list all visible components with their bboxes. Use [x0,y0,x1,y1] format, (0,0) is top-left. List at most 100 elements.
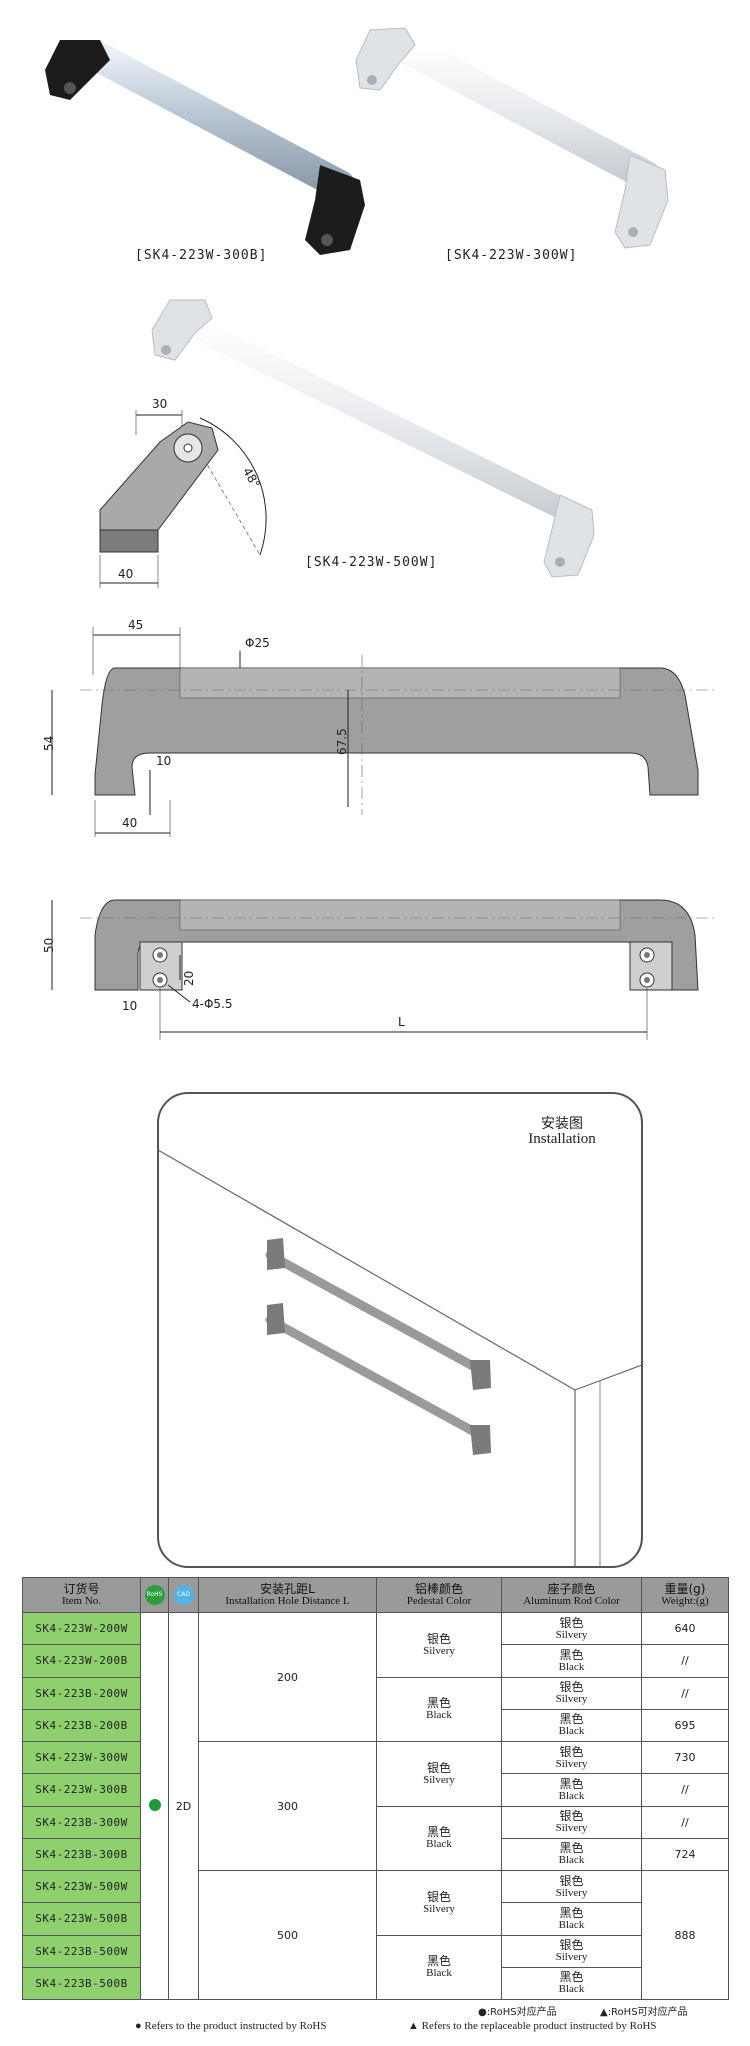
weight-cell: // [641,1773,729,1807]
handle-photo-black [45,40,365,255]
item-no-cell: SK4-223B-300W [22,1805,141,1839]
handle-photo-white-300 [355,27,669,249]
bottom-view-drawing: 50 20 10 4-Φ5.5 L [42,899,715,1040]
legend-en-replace: ▲ Refers to the replaceable product inst… [408,2020,657,2032]
item-no-cell: SK4-223B-500B [22,1966,141,2001]
rohs-dot-icon [148,1798,161,1811]
weight-cell: 640 [641,1611,729,1646]
product-caption-2: [SK4-223W-300W] [445,248,578,263]
installation-title-en: Installation [528,1131,596,1147]
front-dim-40: 40 [122,816,137,830]
legend-en-rohs: ● Refers to the product instructed by Ro… [135,2020,327,2032]
item-no-cell: SK4-223B-200B [22,1708,141,1743]
legend-cn-replace: ▲:RoHS可对应产品 [600,2007,688,2018]
mount-hole [152,947,655,988]
item-no-cell: SK4-223W-200B [22,1644,141,1678]
installation-diagram [157,1092,643,1568]
installation-title-cn: 安装图 [541,1116,583,1132]
distance-cell: 500 [198,1870,377,2000]
weight-cell: 730 [641,1740,729,1775]
item-no-cell: SK4-223B-500W [22,1934,141,1968]
weight-cell: 888 [641,1870,729,2000]
header-cad: CAD [168,1577,199,1613]
bottom-dim-20: 20 [182,971,196,986]
product-caption-1: [SK4-223W-300B] [135,248,268,263]
cad-cell: 2D [168,1612,199,2000]
weight-cell: // [641,1644,729,1678]
front-view-drawing: 45 Φ25 54 67.5 10 40 [42,618,715,837]
product-photos [45,27,669,578]
item-no-cell: SK4-223W-300W [22,1740,141,1775]
item-no-cell: SK4-223B-200W [22,1676,141,1710]
front-dim-45: 45 [128,618,143,632]
legend-cn-rohs: ●:RoHS对应产品 [478,2007,557,2018]
item-no-cell: SK4-223B-300B [22,1837,141,1872]
weight-cell: 695 [641,1708,729,1743]
weight-cell: 724 [641,1837,729,1872]
handle-photo-white-500 [151,299,595,578]
distance-cell: 300 [198,1741,377,1871]
side-dim-40: 40 [118,567,133,581]
rohs-cell [140,1612,169,2000]
cad-icon: CAD [173,1585,194,1605]
bottom-dim-50: 50 [42,938,56,953]
front-dim-67-5: 67.5 [335,728,349,755]
distance-cell: 200 [198,1612,377,1742]
item-no-cell: SK4-223W-500B [22,1902,141,1936]
item-no-cell: SK4-223W-300B [22,1773,141,1807]
header-weight: 重量(g)Weight:(g) [641,1577,729,1613]
front-dim-phi25: Φ25 [245,636,270,650]
installed-handle-lower [265,1303,491,1455]
installed-handle-upper [265,1238,491,1390]
rohs-icon: RoHS [144,1585,165,1605]
item-no-cell: SK4-223W-200W [22,1611,141,1646]
header-rohs: RoHS [140,1577,169,1613]
weight-cell: // [641,1805,729,1839]
side-dim-30: 30 [152,397,167,411]
weight-cell: // [641,1676,729,1710]
side-view-drawing: 30 48° 40 [99,397,267,588]
front-dim-54: 54 [42,736,56,751]
product-caption-3: [SK4-223W-500W] [305,555,438,570]
bottom-dim-L: L [398,1015,405,1029]
side-dim-angle: 48° [240,465,263,490]
bottom-dim-holes: 4-Φ5.5 [192,997,233,1011]
front-dim-10: 10 [156,754,171,768]
bottom-dim-10: 10 [122,999,137,1013]
item-no-cell: SK4-223W-500W [22,1869,141,1904]
